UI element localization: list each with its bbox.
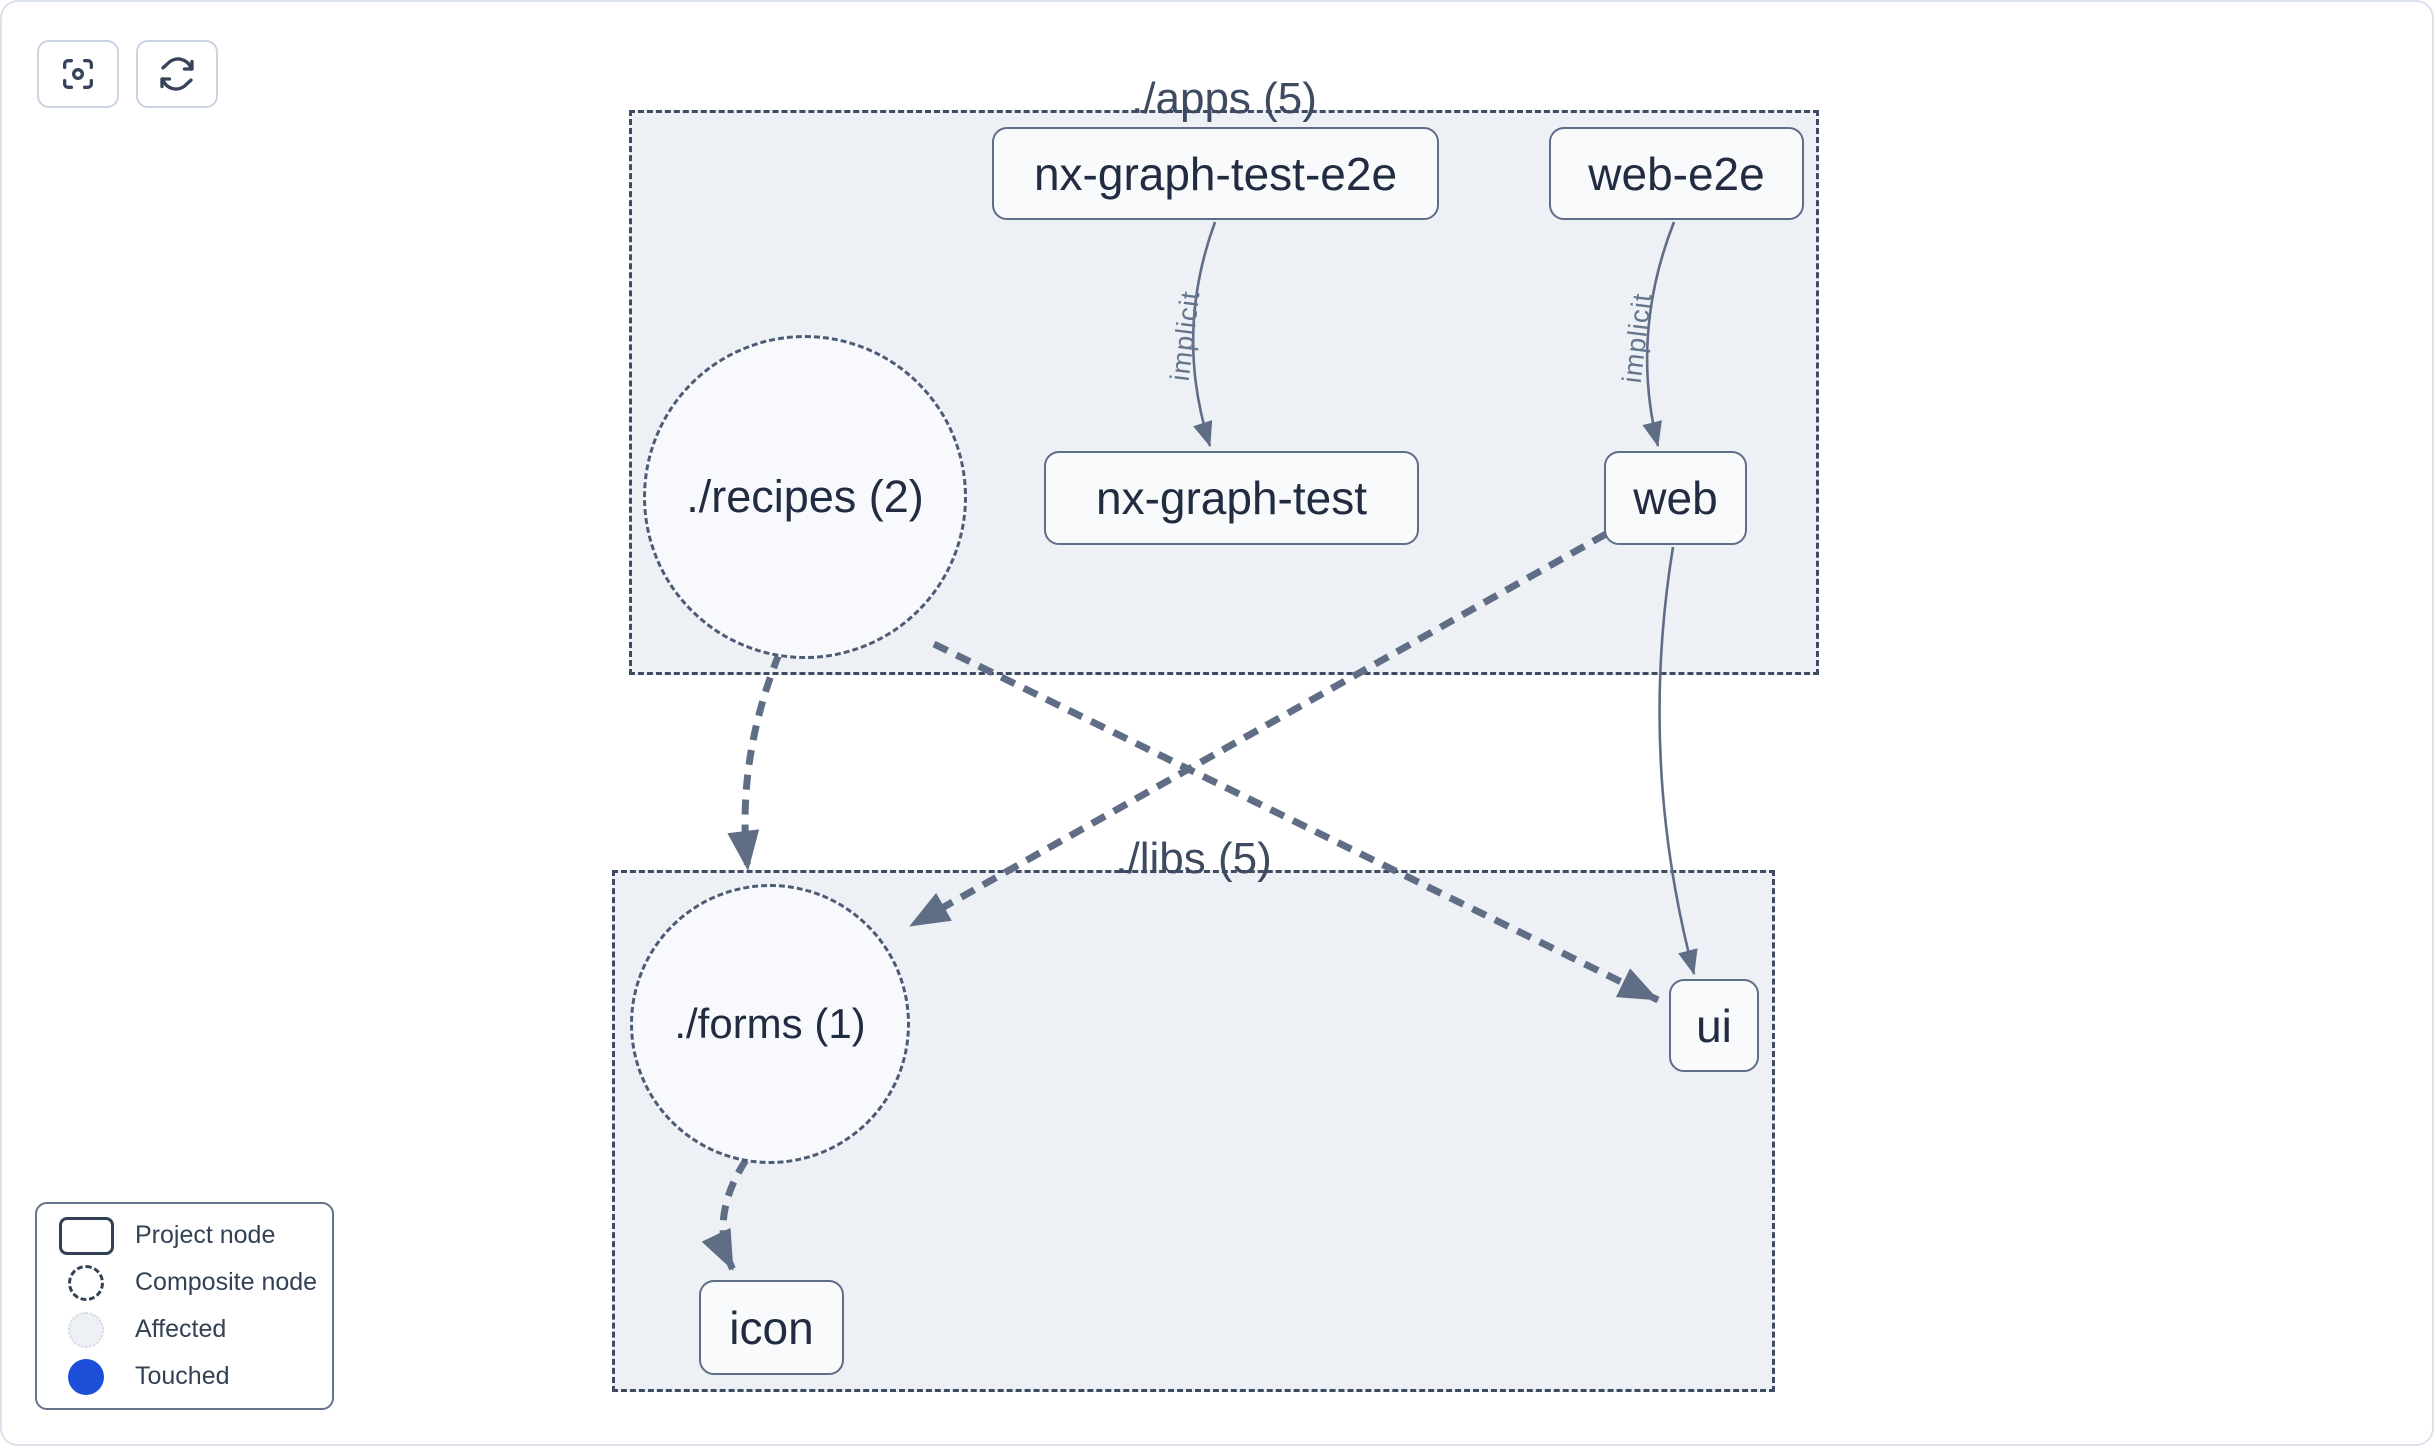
project-node-nx-graph-test-label: nx-graph-test xyxy=(1095,472,1367,524)
project-node-icon-label: icon xyxy=(729,1301,814,1354)
refresh-button[interactable] xyxy=(136,40,218,108)
focus-icon xyxy=(63,59,94,90)
composite-node-icon xyxy=(37,1264,135,1301)
project-node-web-e2e[interactable]: web-e2e xyxy=(1549,127,1804,220)
project-node-icon xyxy=(37,1216,135,1255)
edge-recipes-to-forms xyxy=(727,652,783,871)
legend-item-composite-node: Composite node xyxy=(37,1259,332,1306)
focus-button[interactable] xyxy=(37,40,119,108)
legend-label: Touched xyxy=(135,1362,230,1390)
legend-item-project-node: Project node xyxy=(37,1212,332,1259)
refresh-icon xyxy=(160,57,194,91)
composite-node-forms-label: ./forms (1) xyxy=(674,1000,866,1047)
project-node-web-label: web xyxy=(1633,472,1718,524)
legend-label: Affected xyxy=(135,1315,227,1343)
project-node-ui-label: ui xyxy=(1696,999,1732,1052)
project-node-icon[interactable]: icon xyxy=(699,1280,844,1375)
legend-item-touched: Touched xyxy=(37,1353,332,1400)
graph-toolbar xyxy=(37,40,218,108)
project-node-ui[interactable]: ui xyxy=(1669,979,1759,1072)
project-node-web[interactable]: web xyxy=(1604,451,1747,545)
composite-node-recipes[interactable]: ./recipes (2) xyxy=(643,335,967,659)
composite-node-recipes-label: ./recipes (2) xyxy=(686,471,924,522)
group-apps-label: ./apps (5) xyxy=(1131,73,1317,123)
project-node-nx-graph-test[interactable]: nx-graph-test xyxy=(1044,451,1419,545)
composite-node-forms[interactable]: ./forms (1) xyxy=(630,884,910,1164)
affected-icon xyxy=(37,1311,135,1348)
group-libs-label: ./libs (5) xyxy=(1115,833,1272,883)
legend-label: Project node xyxy=(135,1221,276,1249)
project-node-web-e2e-label: web-e2e xyxy=(1588,147,1765,200)
legend-item-affected: Affected xyxy=(37,1306,332,1353)
legend: Project node Composite node Affected Tou… xyxy=(35,1202,334,1410)
touched-icon xyxy=(37,1358,135,1395)
project-node-nx-graph-test-e2e-label: nx-graph-test-e2e xyxy=(1033,147,1398,200)
project-node-nx-graph-test-e2e[interactable]: nx-graph-test-e2e xyxy=(992,127,1439,220)
legend-label: Composite node xyxy=(135,1268,318,1296)
